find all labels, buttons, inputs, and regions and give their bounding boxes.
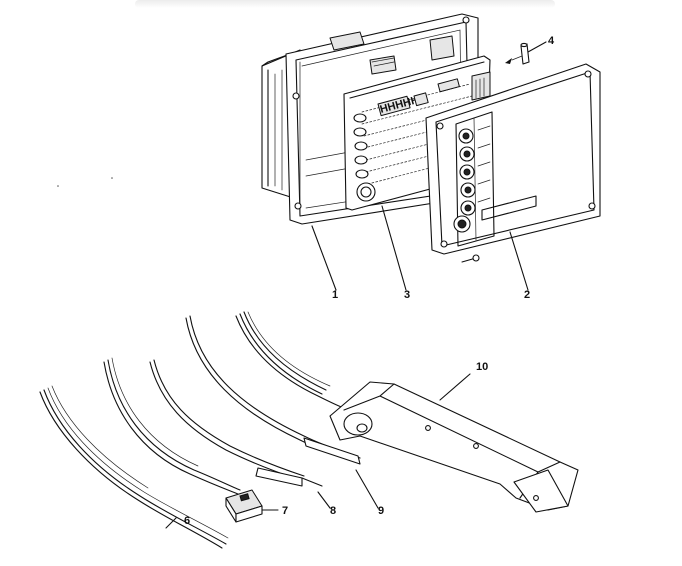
- callout-8: 8: [330, 505, 336, 517]
- callout-2: 2: [524, 289, 530, 301]
- callout-7: 7: [282, 505, 288, 517]
- cable-8: [149, 359, 323, 487]
- leader-lines-bottom: [165, 373, 471, 529]
- mounting-bracket: [329, 381, 579, 513]
- callout-1: 1: [332, 289, 338, 301]
- pin-part: [520, 42, 530, 65]
- connector-part: [225, 489, 263, 523]
- cable-7-wires: [103, 357, 241, 495]
- leader-lines-top: [311, 41, 547, 291]
- callout-10: 10: [476, 361, 488, 373]
- callout-4: 4: [548, 35, 555, 47]
- top-edge-shadow: [135, 0, 555, 8]
- front-cover-panel: [425, 63, 601, 263]
- callout-3: 3: [404, 289, 410, 301]
- cable-9: [185, 315, 361, 465]
- cable-10-top: [235, 311, 345, 409]
- stray-dot: [111, 177, 113, 179]
- callout-6: 6: [184, 515, 190, 527]
- stray-dot: [57, 185, 59, 187]
- cable-6: [39, 385, 229, 549]
- callout-9: 9: [378, 505, 384, 517]
